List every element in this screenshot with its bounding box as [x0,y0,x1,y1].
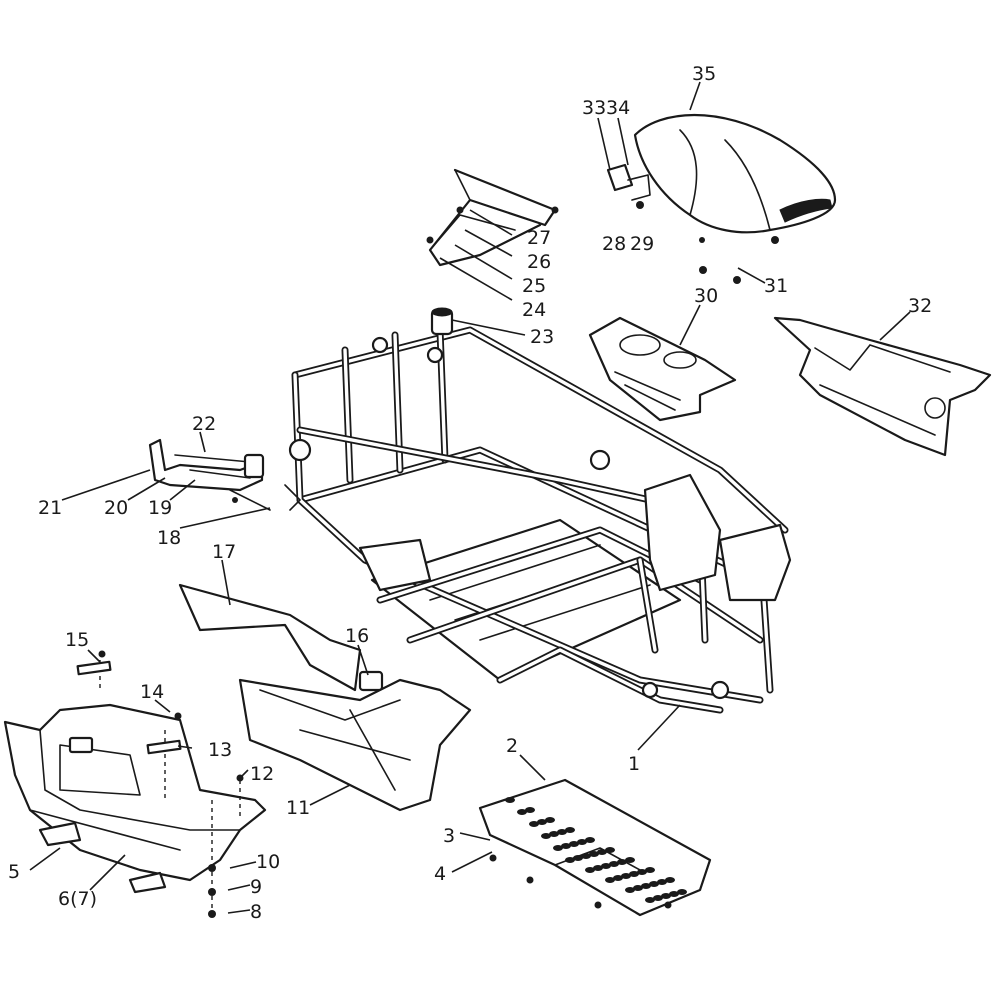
plate-hole [569,841,579,847]
leader-lines [29,81,911,914]
plate-hole [517,809,527,815]
plate-hole [605,877,615,883]
callout-31: 31 [764,275,788,297]
rubber-bushing [430,307,454,336]
plate-hole [565,827,575,833]
callout-30: 30 [694,285,718,307]
callout-labels: 1 2 3 4 5 6(7) 8 9 10 11 12 13 14 15 16 … [8,63,932,923]
mud-guard [178,583,362,692]
plate-hole [633,885,643,891]
callout-9: 9 [250,876,262,898]
front-bumper [718,523,792,602]
footrest-plate [478,778,712,917]
callout-28: 28 [602,233,626,255]
plate-hole [637,869,647,875]
callout-3: 3 [443,825,455,847]
plate-hole [625,857,635,863]
callout-1: 1 [628,753,640,775]
plate-hole [669,891,679,897]
rear-bracket-assembly [148,438,301,511]
plate-hole [537,819,547,825]
callout-19: 19 [148,497,172,519]
plate-hole [597,849,607,855]
plate-hole [621,873,631,879]
callout-23: 23 [530,326,554,348]
plate-hole [641,883,651,889]
plate-hole [617,859,627,865]
seat [633,114,837,234]
plate-hole [649,881,659,887]
callout-13: 13 [208,739,232,761]
callout-16: 16 [345,625,369,647]
callout-35: 35 [692,63,716,85]
plate-hole [593,865,603,871]
plate-hole [661,893,671,899]
callout-6-7: 6(7) [58,888,97,910]
callout-25: 25 [522,275,546,297]
plate-hole [581,853,591,859]
callout-14: 14 [140,681,164,703]
callout-10: 10 [256,851,280,873]
callout-2: 2 [506,735,518,757]
callout-21: 21 [38,497,62,519]
plate-holes [505,797,687,903]
plate-hole [577,839,587,845]
plate-hole [505,797,515,803]
seat-latch [606,163,651,209]
front-bracket [643,473,722,592]
plate-hole [645,867,655,873]
plate-hole [525,807,535,813]
callout-27: 27 [527,227,551,249]
callout-33: 33 [582,97,606,119]
callout-22: 22 [192,413,216,435]
plate-hole [573,855,583,861]
plate-hole [561,843,571,849]
callout-24: 24 [522,299,546,321]
callout-5: 5 [8,861,20,883]
plate-hole [557,829,567,835]
plate-hole [677,889,687,895]
plate-hole [609,861,619,867]
callout-26: 26 [527,251,551,273]
callout-17: 17 [212,541,236,563]
plate-hole [553,845,563,851]
plate-hole [605,847,615,853]
plate-hole [601,863,611,869]
main-frame [288,326,792,714]
plate-hole [585,837,595,843]
front-fender [3,703,267,894]
callout-34: 34 [606,97,630,119]
plate-hole [529,821,539,827]
rear-fender [773,316,992,457]
callout-11: 11 [286,797,310,819]
plate-hole [657,879,667,885]
plate-hole [541,833,551,839]
plate-hole [589,851,599,857]
callout-18: 18 [157,527,181,549]
plate-hole [653,895,663,901]
plate-hole [585,867,595,873]
callout-8: 8 [250,901,262,923]
plate-hole [613,875,623,881]
callout-15: 15 [65,629,89,651]
callout-12: 12 [250,763,274,785]
plate-hole [625,887,635,893]
plate-hole [545,817,555,823]
rear-bracket-plate [358,538,432,592]
fasteners [76,650,244,918]
plate-hole [629,871,639,877]
plate-hole [665,877,675,883]
callout-32: 32 [908,295,932,317]
plate-hole [565,857,575,863]
callout-29: 29 [630,233,654,255]
plate-hole [549,831,559,837]
callout-4: 4 [434,863,446,885]
rear-cover [588,316,737,422]
callout-20: 20 [104,497,128,519]
plate-hole [645,897,655,903]
footwell-fender [238,670,472,812]
